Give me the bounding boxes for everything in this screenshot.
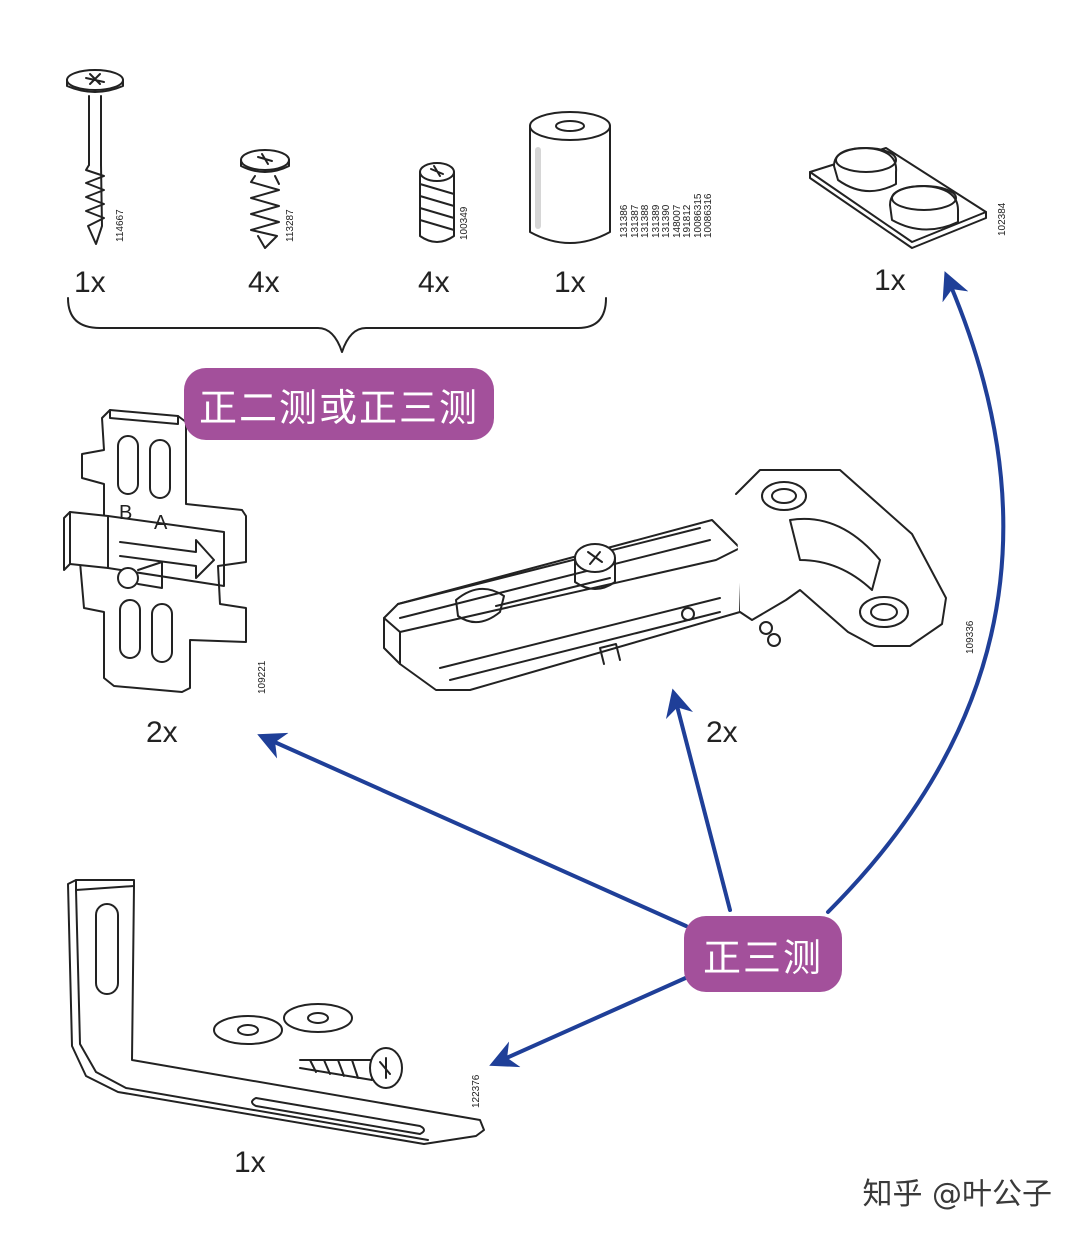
qty-mount-plate: 2x [146, 716, 178, 749]
qty-bumper-pads: 1x [874, 264, 906, 297]
cylinder-code: 191812 [682, 204, 693, 238]
qty-long-screw: 1x [74, 266, 106, 299]
hinge-icon [383, 469, 947, 691]
cylinder-code: 131388 [640, 204, 651, 238]
arrows [257, 271, 1006, 1068]
code-mount-plate: 109221 [257, 660, 268, 694]
arrow-to-bracket [489, 974, 692, 1068]
code-bumper-pads: 102384 [997, 202, 1008, 236]
plate-letter-a: A [154, 512, 168, 534]
code-list-cylinder: 131386 131387 131388 131389 131390 14800… [619, 193, 715, 239]
code-medium-screw: 113287 [285, 209, 296, 242]
code-short-screw: 100349 [459, 206, 470, 240]
mounting-plate-icon [63, 409, 247, 693]
arrow-to-pads [826, 271, 1006, 914]
qty-short-screw: 4x [418, 266, 450, 299]
bumper-pads-icon [809, 147, 987, 249]
top-badge: 正二测或正三测 [184, 368, 494, 440]
arrow-to-hinge [665, 688, 732, 912]
long-screw-icon [66, 69, 124, 245]
watermark: 知乎 @叶公子 [862, 1177, 1052, 1212]
cylinder-code: 131390 [661, 204, 672, 238]
cylinder-code: 10086316 [703, 193, 714, 239]
qty-medium-screw: 4x [248, 266, 280, 299]
code-angle-bracket: 122376 [471, 1074, 482, 1108]
center-badge: 正三测 [684, 916, 842, 992]
group-brace [67, 297, 607, 353]
code-long-screw: 114667 [115, 209, 126, 242]
plate-letter-b: B [119, 502, 132, 524]
medium-screw-icon [240, 149, 290, 249]
code-hinge: 109336 [965, 620, 976, 654]
short-screw-icon [419, 162, 455, 243]
cylinder-spacer-icon [529, 111, 611, 244]
arrow-to-plate [257, 732, 688, 928]
qty-hinge: 2x [706, 716, 738, 749]
cylinder-code: 131386 [619, 204, 630, 238]
qty-cylinder: 1x [554, 266, 586, 299]
angle-bracket-icon [67, 879, 485, 1145]
qty-angle-bracket: 1x [234, 1146, 266, 1179]
